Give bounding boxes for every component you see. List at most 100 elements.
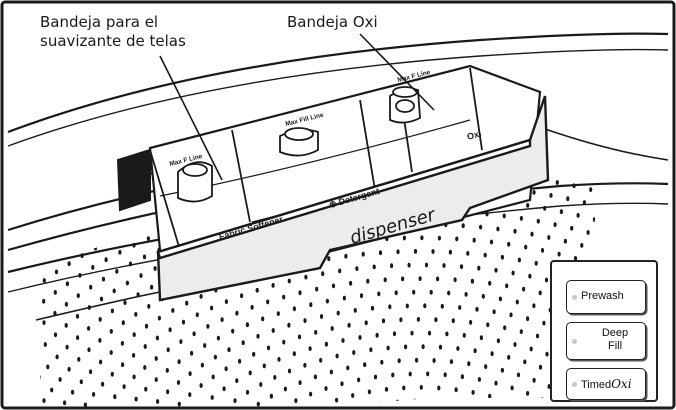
perforation-dot [436, 276, 440, 282]
perforation-dot [185, 300, 189, 306]
perforation-dot [132, 374, 136, 380]
prewash-button[interactable]: Prewash [566, 280, 646, 314]
perforation-dot [477, 377, 481, 382]
perforation-dot [65, 281, 69, 287]
perforation-dot [367, 389, 371, 395]
perforation-dot [515, 299, 519, 305]
perforation-dot [83, 402, 87, 408]
perforation-dot [245, 389, 250, 395]
perforation-dot [297, 334, 302, 340]
perforation-dot [559, 209, 564, 215]
siphon-caps [177, 86, 421, 203]
perforation-dot [451, 318, 455, 324]
perforation-dot [429, 289, 433, 295]
perforation-dot [418, 276, 422, 281]
perforation-dot [206, 324, 210, 329]
perforation-dot [287, 368, 292, 374]
perforation-dot [363, 362, 367, 368]
perforation-dot [549, 193, 553, 198]
perforation-dot [42, 398, 46, 403]
perforation-dot [459, 264, 464, 269]
perforation-dot [442, 263, 446, 268]
perforation-dot [342, 295, 346, 301]
perforation-dot [344, 253, 348, 259]
perforation-dot [582, 200, 587, 205]
perforation-dot [64, 323, 68, 328]
perforation-dot [210, 305, 214, 311]
perforation-dot [622, 196, 625, 201]
perforation-dot [132, 242, 136, 248]
perforation-dot [634, 245, 637, 250]
perforation-dot [341, 338, 345, 343]
perforation-dot [658, 271, 661, 276]
perforation-dot [535, 333, 540, 339]
deep-fill-button[interactable]: Deep Fill [566, 322, 646, 360]
perforation-dot [132, 332, 136, 337]
perforation-dot [431, 249, 435, 254]
perforation-dot [483, 252, 487, 258]
perforation-dot [261, 316, 265, 322]
timed-oxi-button[interactable]: TimedOxi [566, 368, 646, 400]
perforation-dot [101, 381, 105, 387]
perforation-dot [136, 224, 140, 230]
perforation-dot [523, 359, 527, 365]
callout-softener-line1: Bandeja para el [40, 13, 159, 31]
perforation-dot [352, 350, 356, 355]
perforation-dot [489, 239, 494, 245]
perforation-dot [308, 346, 312, 351]
perforation-dot [492, 309, 496, 315]
perforation-dot [545, 351, 549, 357]
perforation-dot [479, 224, 483, 230]
perforation-dot [357, 377, 361, 383]
perforation-dot [513, 342, 517, 347]
perforation-dot [580, 243, 584, 248]
perforation-dot [402, 235, 406, 241]
perforation-dot [375, 332, 379, 338]
perforation-dot [547, 235, 551, 240]
perforation-dot [50, 387, 54, 393]
perforation-dot [448, 400, 452, 406]
perforation-dot [473, 348, 477, 354]
perforation-dot [538, 290, 542, 296]
perforation-dot [87, 326, 91, 331]
perforation-dot [449, 359, 454, 364]
perforation-dot [555, 180, 559, 185]
perforation-dot [287, 278, 291, 284]
perforation-dot [154, 377, 158, 382]
perforation-dot [331, 283, 336, 289]
perforation-dot [266, 299, 270, 305]
perforation-dot [479, 335, 483, 341]
perforation-dot [22, 396, 25, 401]
perforation-dot [151, 218, 155, 224]
perforation-dot [262, 363, 266, 369]
perforation-dot [415, 357, 419, 363]
perforation-dot [276, 311, 280, 316]
perforation-dot [227, 347, 231, 353]
perforation-dot [378, 401, 382, 407]
perforation-dot [216, 335, 220, 341]
perforation-dot [416, 317, 420, 322]
perforation-dot [250, 304, 254, 310]
perforation-dot [340, 381, 344, 387]
perforation-dot [220, 317, 224, 322]
perforation-dot [596, 247, 600, 253]
perforation-dot [378, 250, 383, 256]
perforation-dot [89, 369, 93, 375]
perforation-dot [107, 238, 111, 244]
perforation-dot [147, 304, 151, 309]
perforation-dot [188, 371, 192, 376]
perforation-dot [395, 399, 400, 405]
perforation-dot [464, 292, 468, 297]
perforation-dot [511, 270, 515, 276]
perforation-dot [146, 236, 150, 242]
perforation-dot [359, 293, 364, 299]
perforation-dot [507, 355, 511, 360]
perforation-dot [410, 330, 414, 336]
perforation-dot [338, 268, 342, 274]
perforation-dot [469, 320, 473, 325]
perforation-dot [563, 238, 568, 244]
perforation-dot [25, 362, 28, 367]
perforation-dot [121, 231, 125, 237]
perforation-dot [109, 350, 113, 355]
